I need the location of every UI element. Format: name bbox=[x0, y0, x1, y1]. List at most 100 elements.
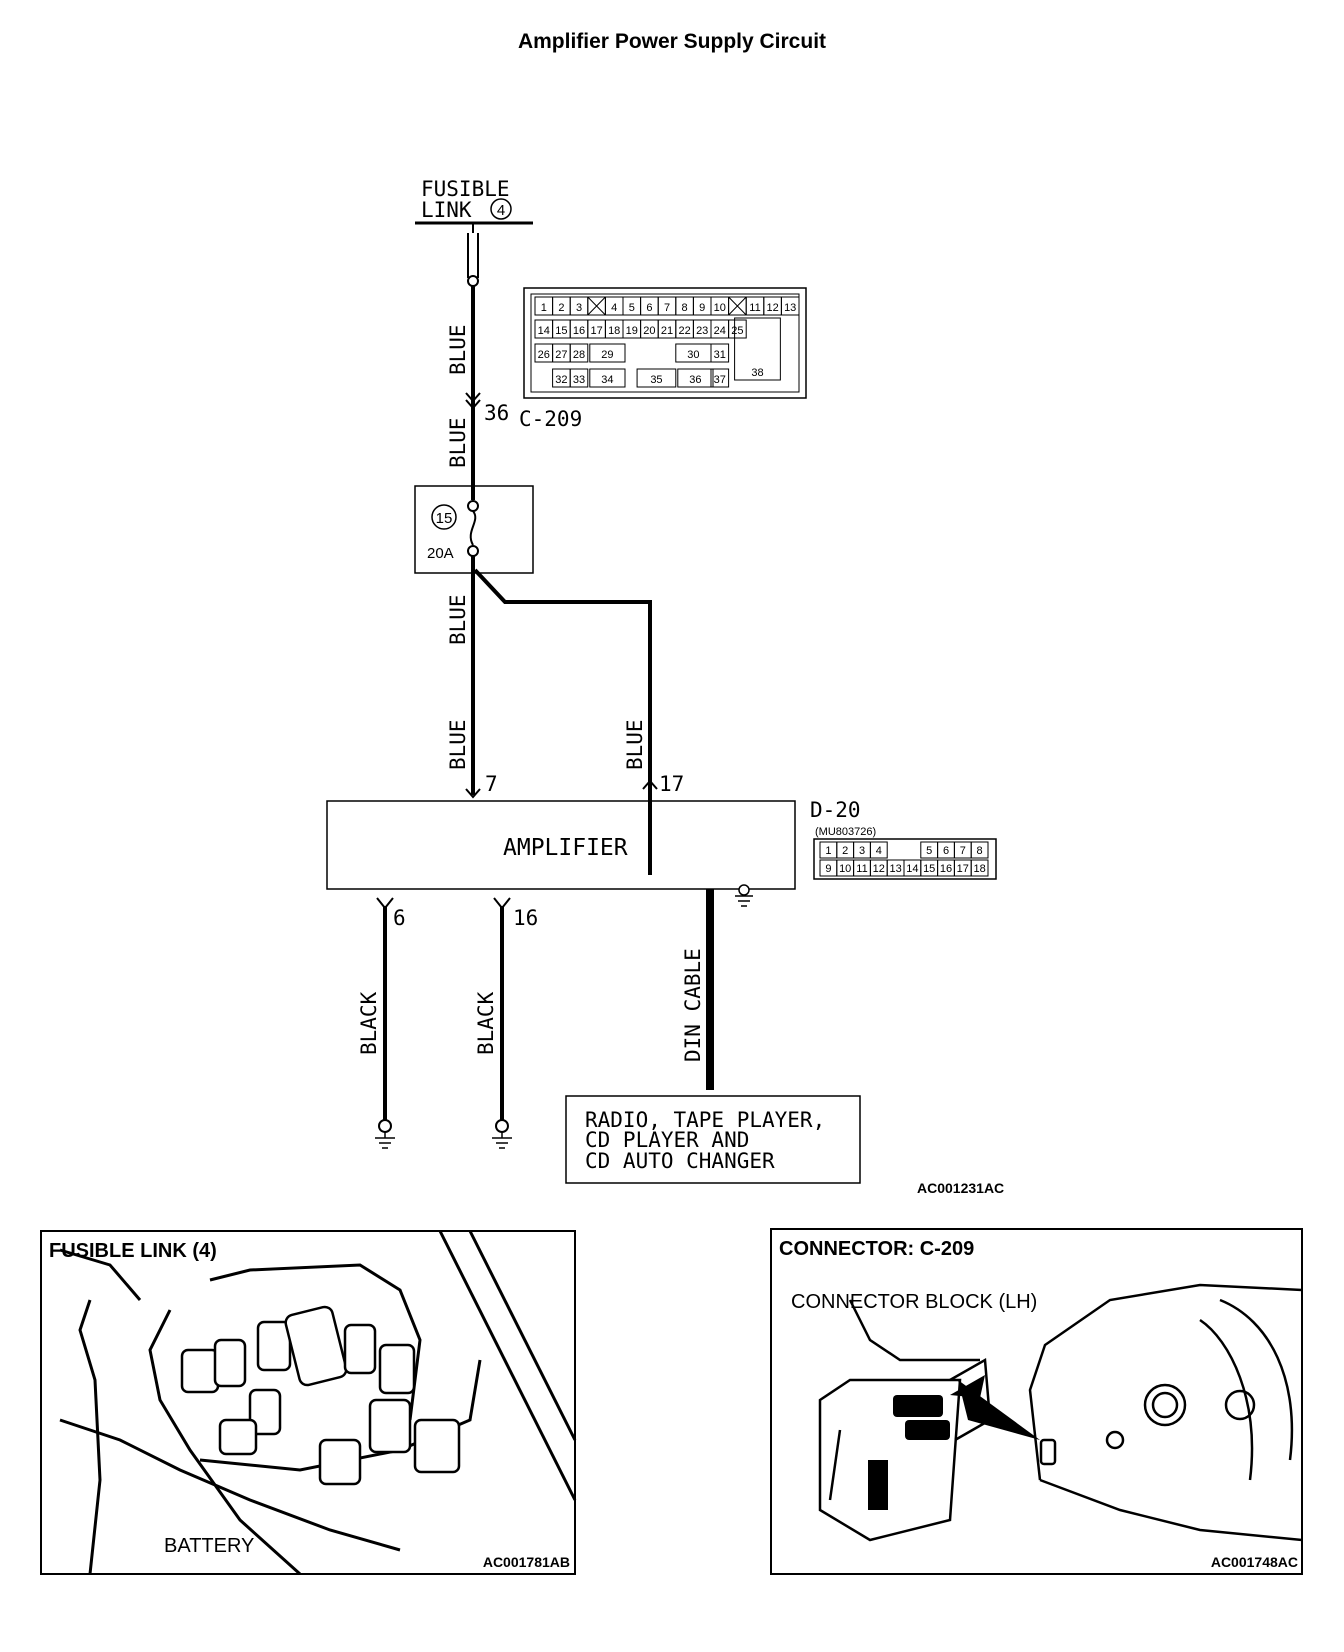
connector-pin-number: 28 bbox=[573, 349, 585, 361]
connector-pin-number: 16 bbox=[573, 325, 585, 337]
wire-color-label: BLUE bbox=[446, 417, 470, 468]
fusible-link-panel: FUSIBLE LINK (4) BATTERY AC001781AB bbox=[40, 1230, 577, 1576]
amplifier-part-number: (MU803726) bbox=[815, 826, 876, 838]
connector-pin-number: 30 bbox=[687, 349, 699, 361]
fusible-link-number-circle bbox=[490, 198, 512, 220]
amplifier-pin-in-2: 17 bbox=[659, 772, 684, 796]
connector-pin-number: 7 bbox=[664, 302, 670, 314]
connector-pin-number: 34 bbox=[601, 374, 613, 386]
connector-pin-number: 20 bbox=[643, 325, 655, 337]
connector-pin-cell bbox=[970, 859, 989, 877]
ground-wires bbox=[376, 889, 714, 1120]
connector-pin-number: 1 bbox=[541, 302, 547, 314]
connector-pin-number: 25 bbox=[731, 325, 743, 337]
wire-split bbox=[465, 556, 658, 875]
connector-chevron-icon bbox=[465, 392, 481, 403]
radio-box: RADIO, TAPE PLAYER, CD PLAYER AND CD AUT… bbox=[565, 1095, 861, 1184]
panel-right-title: CONNECTOR: C-209 bbox=[779, 1238, 974, 1260]
connector-pin-number: 14 bbox=[538, 325, 550, 337]
connector-chevron-icon bbox=[465, 399, 481, 410]
connector-pin-number: 4 bbox=[876, 845, 882, 857]
connector-pin-number: 8 bbox=[682, 302, 688, 314]
ground-icon bbox=[735, 884, 753, 907]
radio-label-1: RADIO, TAPE PLAYER, bbox=[585, 1108, 825, 1132]
connector-pin-number: 38 bbox=[751, 367, 763, 379]
panel-left-code: AC001781AB bbox=[483, 1554, 570, 1570]
connector-pin-number: 36 bbox=[689, 374, 701, 386]
fusible-link-number: 4 bbox=[497, 202, 505, 219]
fuse-number-circle bbox=[431, 504, 457, 530]
connector-pin-cell bbox=[589, 343, 626, 363]
amplifier-box: AMPLIFIER bbox=[326, 800, 796, 890]
connector-pin-number: 31 bbox=[714, 349, 726, 361]
amplifier-pin-out-1: 6 bbox=[393, 906, 406, 930]
connector-pin-number: 12 bbox=[766, 302, 778, 314]
connector-pin-cell bbox=[569, 343, 589, 363]
wire-color-label: BLUE bbox=[446, 324, 470, 375]
connector-pin-number: 24 bbox=[714, 325, 726, 337]
connector-pin-number: 9 bbox=[825, 863, 831, 875]
connector-pin-number: 10 bbox=[714, 302, 726, 314]
fuse-terminal bbox=[467, 500, 479, 512]
connector-pin-number: 4 bbox=[611, 302, 617, 314]
ground-icon bbox=[375, 1119, 395, 1149]
connector-name-label: C-209 bbox=[519, 407, 582, 431]
connector-pin-cell bbox=[869, 841, 888, 859]
connector-pin-number: 9 bbox=[699, 302, 705, 314]
connector-pin-number: 27 bbox=[555, 349, 567, 361]
connector-pin-number: 12 bbox=[873, 863, 885, 875]
connector-pin-number: 3 bbox=[576, 302, 582, 314]
connector-pin-number: 5 bbox=[629, 302, 635, 314]
figure-code-main: AC001231AC bbox=[917, 1180, 1004, 1196]
connector-pin-number: 19 bbox=[626, 325, 638, 337]
panel-left-callout: BATTERY bbox=[164, 1535, 254, 1557]
page-title: Amplifier Power Supply Circuit bbox=[517, 30, 827, 53]
wire-color-label: BLUE bbox=[623, 719, 647, 770]
connector-pin-number: 7 bbox=[960, 845, 966, 857]
connector-pin-number: 11 bbox=[856, 863, 867, 875]
connector-pin-number: 2 bbox=[558, 302, 564, 314]
connector-pin-number: 18 bbox=[608, 325, 620, 337]
blank-pin-icon bbox=[728, 296, 747, 316]
connector-pin-cell bbox=[677, 368, 714, 388]
fuse-block-illustration bbox=[180, 1305, 461, 1486]
pin-chevron-icon bbox=[465, 788, 481, 799]
fuse-rating: 20A bbox=[427, 545, 454, 562]
ground-icon bbox=[492, 1119, 512, 1149]
connector-pin-number: 3 bbox=[859, 845, 865, 857]
connector-pin-number: 13 bbox=[784, 302, 796, 314]
wire-color-label: BLACK bbox=[357, 991, 381, 1055]
connector-pin-number: 21 bbox=[661, 325, 673, 337]
connector-pin-number: 1 bbox=[825, 845, 831, 857]
panel-left-title: FUSIBLE LINK (4) bbox=[49, 1240, 217, 1262]
connector-pin-number: 32 bbox=[555, 374, 567, 386]
fusible-link: FUSIBLE LINK 4 bbox=[415, 177, 533, 225]
fusible-link-label-2: LINK bbox=[421, 198, 472, 222]
connector-pin-cell bbox=[569, 368, 589, 388]
connector-pin-number: 2 bbox=[842, 845, 848, 857]
panel-right-callout: CONNECTOR BLOCK (LH) bbox=[791, 1291, 1037, 1313]
connector-pin-number: 15 bbox=[923, 863, 935, 875]
connector-pin-number: 29 bbox=[601, 349, 613, 361]
connector-pin-label: 36 bbox=[484, 401, 509, 425]
connector-pin-cell bbox=[710, 368, 730, 388]
amplifier-label: AMPLIFIER bbox=[503, 835, 628, 861]
connector-pin-number: 16 bbox=[940, 863, 952, 875]
panel-right-code: AC001748AC bbox=[1211, 1554, 1298, 1570]
connector-pin-cell bbox=[589, 368, 626, 388]
connector-pin-number: 17 bbox=[590, 325, 602, 337]
connector-pin-number: 22 bbox=[678, 325, 690, 337]
connector-pin-number: 8 bbox=[977, 845, 983, 857]
wire-color-label: BLACK bbox=[474, 991, 498, 1055]
wire-color-label: DIN CABLE bbox=[681, 948, 705, 1062]
connector-pin-number: 33 bbox=[573, 374, 585, 386]
connector-pin-number: 11 bbox=[749, 302, 760, 314]
connector-pin-number: 6 bbox=[943, 845, 949, 857]
amplifier-connector-name: D-20 bbox=[810, 798, 861, 822]
connector-pin-number: 14 bbox=[906, 863, 918, 875]
dashboard-illustration bbox=[818, 1283, 1303, 1542]
connector-pin-number: 26 bbox=[538, 349, 550, 361]
